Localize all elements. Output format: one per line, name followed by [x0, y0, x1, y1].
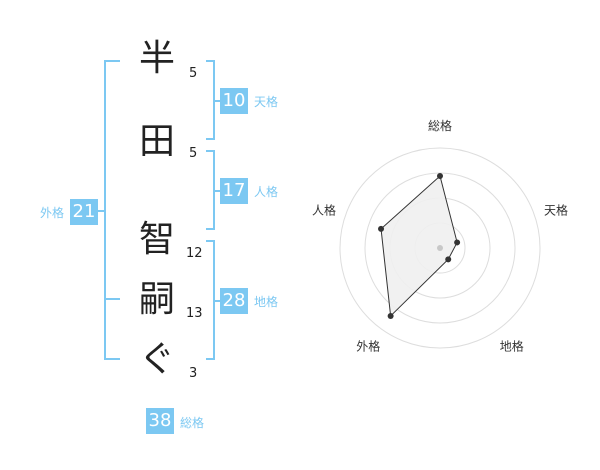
- gaikaku-value: 21: [70, 199, 98, 225]
- jinkaku-value: 17: [220, 178, 248, 204]
- tenkaku-label: 天格: [254, 95, 279, 109]
- radar-axis-label-tenkaku: 天格: [544, 202, 568, 217]
- stroke-count-3: 12: [186, 246, 203, 261]
- stroke-count-1: 5: [189, 66, 198, 81]
- chikaku-value: 28: [220, 288, 248, 314]
- radar-series-polygon: [380, 175, 458, 318]
- radar-axis-label-jinkaku: 人格: [312, 202, 336, 217]
- radar-point: [387, 312, 394, 319]
- stroke-count-2: 5: [189, 146, 198, 161]
- soukaku-label: 総格: [180, 416, 205, 430]
- soukaku-value: 38: [146, 408, 174, 434]
- chikaku-label: 地格: [254, 295, 279, 309]
- radar-axis-label-chikaku: 地格: [500, 339, 524, 354]
- stroke-count-4: 13: [186, 306, 203, 321]
- name-char-3: 智: [138, 219, 175, 260]
- stroke-count-5: 3: [189, 366, 198, 381]
- name-char-4: 嗣: [138, 279, 175, 320]
- name-char-2: 田: [138, 121, 175, 162]
- radar-ring: [339, 147, 541, 349]
- radar-axis-label-sougaku: 総格: [428, 118, 452, 133]
- radar-axis-label-gaikaku: 外格: [356, 339, 380, 354]
- radar-center-dot: [437, 245, 443, 251]
- radar-point: [378, 225, 385, 232]
- jinkaku-label: 人格: [254, 185, 279, 199]
- radar-point: [454, 239, 461, 246]
- radar-point: [437, 173, 443, 179]
- tenkaku-value: 10: [220, 88, 248, 114]
- radar-point: [445, 256, 452, 263]
- name-char-5: ぐ: [138, 339, 175, 380]
- gaikaku-label: 外格: [40, 206, 65, 220]
- name-char-1: 半: [138, 38, 175, 79]
